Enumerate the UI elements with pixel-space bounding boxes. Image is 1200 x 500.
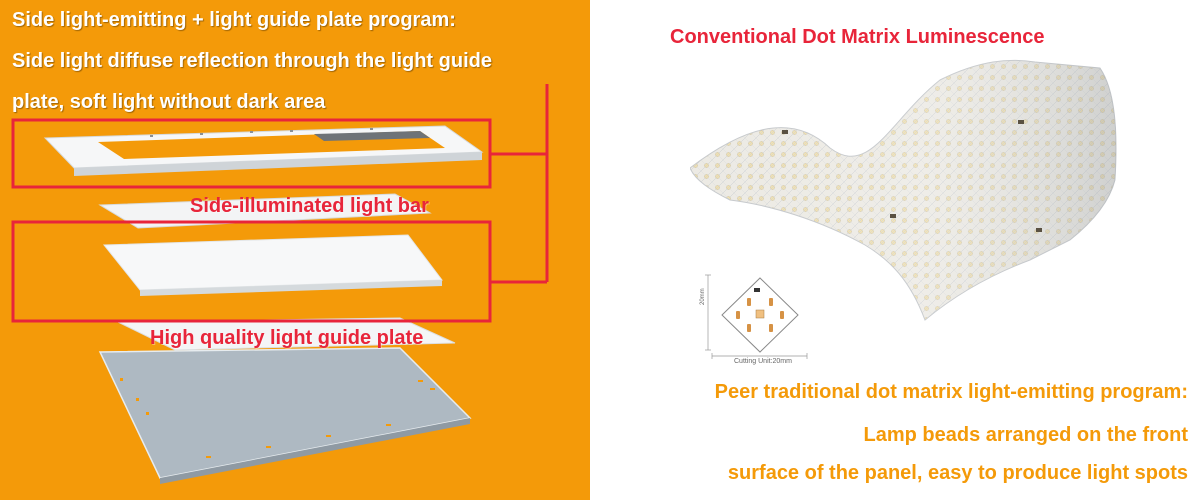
left-heading-line3: plate, soft light without dark area [12,91,326,113]
left-heading-line1: Side light-emitting + light guide plate … [12,9,456,31]
dimension-label: 20mm [700,288,706,305]
left-heading-line2: Side light diffuse reflection through th… [12,50,492,72]
light-bar-layer [98,193,432,229]
description-line3: surface of the panel, easy to produce li… [727,462,1188,484]
dot-matrix-section: Conventional Dot Matrix Luminescence [590,0,1200,500]
bracket-connector [490,84,549,284]
diffuser-layer [117,317,456,351]
flexible-led-panel-image [690,59,1117,321]
back-plate-layer [98,347,472,484]
description-line1: Peer traditional dot matrix light-emitti… [714,381,1188,403]
light-bar-label: Side-illuminated light bar [190,195,429,217]
guide-highlight-box [11,220,492,323]
side-lit-panel-section: Side light-emitting + light guide plate … [0,0,590,500]
cutting-unit-diagram [705,274,808,359]
light-guide-plate-layer [102,234,443,296]
top-frame-layer [43,125,484,176]
right-title: Conventional Dot Matrix Luminescence [670,26,1045,48]
description-line2: Lamp beads arranged on the front [863,424,1188,446]
exploded-panel-diagram [11,84,549,484]
cutting-unit-caption: Cutting Unit:20mm [734,358,792,365]
light-guide-label: High quality light guide plate [150,327,424,349]
